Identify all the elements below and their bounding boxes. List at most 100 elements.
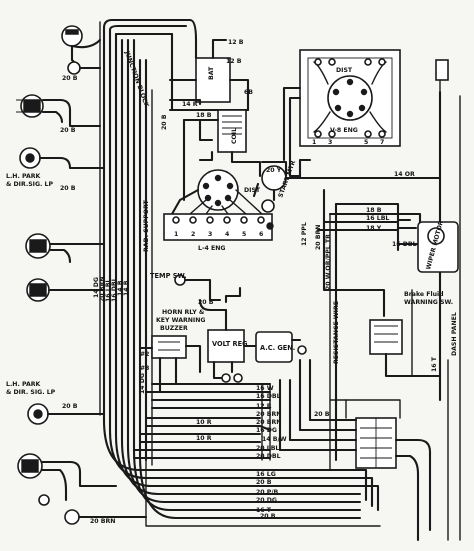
pin-label: 4 xyxy=(225,231,230,238)
wire-label: 18 B xyxy=(366,207,382,214)
wire-label: 20 B xyxy=(161,114,168,130)
wire-label: 14 B/W xyxy=(262,436,287,443)
horn-relay xyxy=(151,335,187,359)
wire-label: 14 DG xyxy=(93,277,100,298)
horn-relay-area xyxy=(138,335,202,394)
wire-label: 16 LBL xyxy=(105,279,112,302)
lh-park-bot-1: L.H. PARK xyxy=(6,381,40,388)
wire-label: 20 LBL xyxy=(256,445,279,452)
pin-label: 3 xyxy=(208,231,212,238)
buzzer-label: BUZZER xyxy=(160,325,188,332)
wire-label: 20 P/B xyxy=(256,489,279,496)
dist-v8-label: DIST xyxy=(336,67,353,74)
l4-block xyxy=(163,213,273,241)
wire-labels: 12 B 12 B 20 B 20 B 14 R 6B 18 B 20 Y 14… xyxy=(60,39,438,525)
pin-label: 1 xyxy=(312,139,316,146)
horn-rly-label: HORN RLY & xyxy=(162,309,205,316)
wire-label: 20 DBL xyxy=(256,453,281,460)
wire-label: 20 BRN xyxy=(256,419,281,426)
dash-panel xyxy=(435,59,461,541)
ac-generator xyxy=(255,331,293,363)
wire-label: 14 OR xyxy=(394,171,415,178)
wire-label: 20 BRN xyxy=(315,225,322,250)
voltreg-gen-area xyxy=(198,286,307,383)
horn-socket-top xyxy=(61,25,83,47)
wire-label: 16 T xyxy=(256,507,272,514)
wire-label: #3 xyxy=(140,365,150,372)
wire-label: 20 B xyxy=(198,299,214,306)
brake-switch-area xyxy=(369,289,442,378)
warning-sw-label: WARNING SW. xyxy=(404,299,453,306)
key-warning-label: KEY WARNING xyxy=(156,317,206,324)
starter-motor xyxy=(252,158,312,230)
l4-pin-numbers: 1 2 3 4 5 6 xyxy=(174,231,263,238)
wire-label: 20 DG xyxy=(256,497,277,504)
brake-fluid-switch xyxy=(369,319,403,355)
bat-label: BAT xyxy=(208,66,215,80)
resistance-wire-label: RESISTANCE WIRE xyxy=(333,301,340,364)
pin-label: 7 xyxy=(380,139,384,146)
coil-area xyxy=(182,109,262,202)
bulkhead-connector xyxy=(278,358,432,542)
wire-label: 20 W.OR/PPL TR xyxy=(325,234,332,290)
wire-label: 16 W xyxy=(256,385,274,392)
wire-label: 14 DG xyxy=(139,373,146,394)
wire-label: 18 B xyxy=(196,112,212,119)
temp-switch-area xyxy=(174,274,222,302)
pin-label: 1 xyxy=(174,231,178,238)
v8-distributor xyxy=(282,49,401,178)
wire-label: 14 B xyxy=(123,280,130,296)
wire-label: 12 B xyxy=(228,39,244,46)
wire-label: 10 R xyxy=(196,419,212,426)
pin-label: 5 xyxy=(242,231,246,238)
v8-pin-numbers: 1 3 5 7 xyxy=(312,139,384,146)
l4-eng-label: L-4 ENG xyxy=(198,245,225,252)
temp-sw-label: TEMP SW. xyxy=(150,272,187,280)
rad-support-label: RAD. SUPPORT xyxy=(143,200,150,252)
dash-panel-label: DASH PANEL xyxy=(451,312,458,356)
lh-park-bot-2: & DIR. SIG. LP xyxy=(6,389,56,396)
wire-label: 14 R xyxy=(182,101,198,108)
ac-gen-label: A.C. GEN. xyxy=(260,344,295,352)
wire-label: 20 B xyxy=(62,75,78,82)
coil-label: COIL xyxy=(231,128,238,144)
wire-label: 16 DBL xyxy=(256,393,281,400)
wire-label: 20 B xyxy=(260,513,276,520)
ignition-coil xyxy=(217,109,247,153)
wire-label: 12 B xyxy=(226,58,242,65)
v8-eng-label: V-8 ENG xyxy=(330,127,358,134)
wiper-area xyxy=(298,79,459,471)
pin-label: 5 xyxy=(364,139,368,146)
wire-label: 16 DG xyxy=(256,427,277,434)
battery-area xyxy=(158,18,250,112)
wire-label: 12 R xyxy=(256,403,272,410)
wire-label: 18 Y xyxy=(366,225,382,232)
lh-park-top-1: L.H. PARK xyxy=(6,173,40,180)
left-lamps xyxy=(16,25,148,525)
wire-label: #2 xyxy=(140,351,150,358)
wire-label: 16 T xyxy=(431,356,438,372)
wire-label: 14 B xyxy=(117,280,124,296)
wire-label: 12 PPL xyxy=(301,222,308,246)
wire-label: 20 BRN xyxy=(90,518,115,525)
wire-label: 20 B xyxy=(314,411,330,418)
brake-fluid-label: Brake Fluid xyxy=(404,291,444,298)
volt-reg-label: VOLT REG xyxy=(212,340,248,348)
wire-label: 20 Y xyxy=(266,167,282,174)
wire-label: 6B xyxy=(244,89,253,96)
wire-label: 20 B xyxy=(256,479,272,486)
main-harness xyxy=(99,18,381,527)
wire-label: 16 LBL xyxy=(366,215,389,222)
pin-label: 2 xyxy=(191,231,195,238)
wire-label: 10 R xyxy=(196,435,212,442)
wire-label: 16 DBL xyxy=(111,277,118,302)
l4-distributor xyxy=(170,169,263,216)
wire-label: 20 B xyxy=(60,127,76,134)
dist-label: DIST xyxy=(244,187,261,194)
voltage-regulator xyxy=(207,329,245,363)
wire-label: 20 B xyxy=(62,403,78,410)
wire-label: 16 LG xyxy=(256,471,276,478)
feed-wires xyxy=(132,382,272,461)
